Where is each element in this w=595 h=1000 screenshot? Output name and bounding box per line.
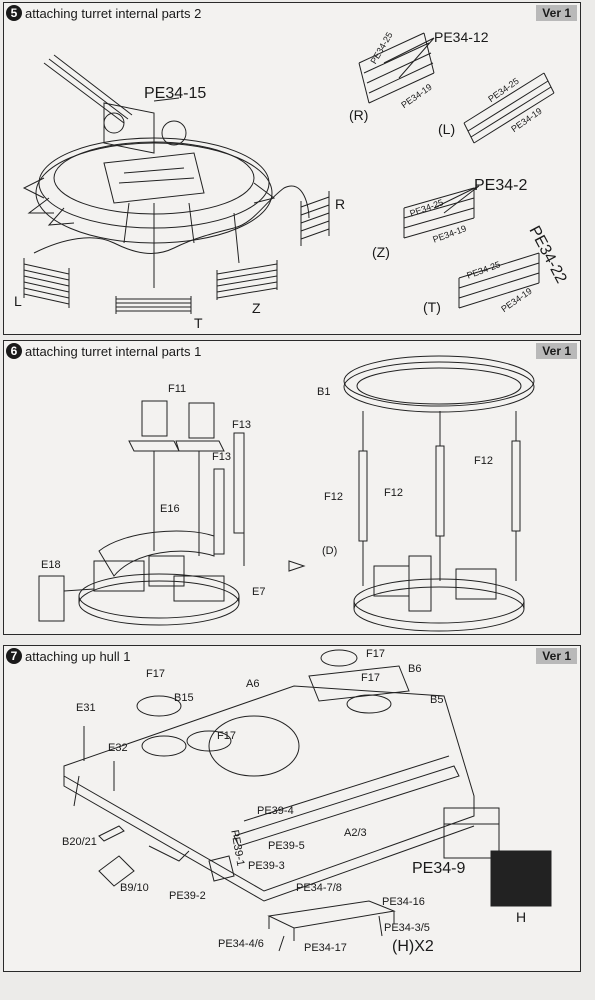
label-e31: E31	[76, 702, 96, 714]
label-f13-a: F13	[232, 419, 251, 431]
label-b15: B15	[174, 692, 194, 704]
step-6-header: 6 attaching turret internal parts 1	[6, 343, 201, 359]
label-d: (D)	[322, 545, 338, 557]
version-badge: Ver 1	[536, 5, 577, 21]
label-pe34-15: PE34-15	[144, 85, 207, 102]
step-title: attaching turret internal parts 1	[25, 343, 202, 359]
label-t-paren: (T)	[423, 299, 441, 315]
step-7-drawing	[63, 649, 552, 952]
label-t: T	[194, 315, 203, 331]
step-title: attaching turret internal parts 2	[25, 5, 202, 21]
label-e18: E18	[41, 559, 61, 571]
label-a6: A6	[246, 678, 260, 690]
label-e16: E16	[160, 503, 180, 515]
label-f17-a: F17	[366, 648, 385, 660]
step-number: 7	[6, 648, 22, 664]
label-l: L	[14, 293, 22, 309]
step-7-panel: 7 attaching up hull 1 Ver 1	[3, 645, 581, 972]
label-pe39-3: PE39-3	[248, 860, 285, 872]
label-z-paren: (Z)	[372, 244, 390, 260]
label-b1: B1	[317, 386, 331, 398]
label-pe34-4-6: PE34-4/6	[218, 938, 264, 950]
label-f12-c: F12	[474, 455, 493, 467]
label-l-paren: (L)	[438, 121, 456, 137]
label-pe39-5: PE39-5	[268, 840, 305, 852]
label-f17-b: F17	[146, 668, 165, 680]
step-7-header: 7 attaching up hull 1	[6, 648, 131, 664]
label-b6: B6	[408, 663, 422, 675]
label-pe34-12: PE34-12	[434, 29, 489, 45]
label-f17-c: F17	[361, 672, 380, 684]
label-pe39-4: PE39-4	[257, 805, 294, 817]
step-5-header: 5 attaching turret internal parts 2	[6, 5, 201, 21]
label-pe34-17: PE34-17	[304, 942, 347, 954]
step-6-panel: 6 attaching turret internal parts 1 Ver …	[3, 340, 581, 635]
step-5-panel: 5 attaching turret internal parts 2 Ver …	[3, 2, 581, 335]
label-pe34-3-5: PE34-3/5	[384, 922, 430, 934]
label-f12-a: F12	[324, 491, 343, 503]
label-b5: B5	[430, 694, 444, 706]
label-f12-b: F12	[384, 487, 403, 499]
label-hx2: (H)X2	[392, 938, 434, 955]
label-pe34-9: PE34-9	[412, 860, 466, 877]
label-e32: E32	[108, 742, 128, 754]
label-pe39-2: PE39-2	[169, 890, 206, 902]
step-5-drawing	[22, 32, 555, 314]
label-f17-d: F17	[217, 730, 236, 742]
label-r-paren: (R)	[349, 107, 369, 123]
step-number: 5	[6, 5, 22, 21]
label-b9-10: B9/10	[120, 882, 149, 894]
label-f13-b: F13	[212, 451, 231, 463]
version-badge: Ver 1	[536, 648, 577, 664]
label-pe34-7-8: PE34-7/8	[296, 882, 342, 894]
label-b20-21: B20/21	[62, 836, 97, 848]
label-h: H	[516, 909, 527, 925]
step-number: 6	[6, 343, 22, 359]
version-badge: Ver 1	[536, 343, 577, 359]
label-a2-3: A2/3	[344, 827, 367, 839]
label-pe34-16: PE34-16	[382, 896, 425, 908]
step-title: attaching up hull 1	[25, 648, 131, 664]
label-z: Z	[252, 300, 261, 316]
label-e7: E7	[252, 586, 266, 598]
label-r: R	[335, 196, 346, 212]
label-pe34-2: PE34-2	[474, 177, 528, 194]
step-6-drawing	[38, 355, 535, 632]
label-f11: F11	[168, 383, 187, 395]
